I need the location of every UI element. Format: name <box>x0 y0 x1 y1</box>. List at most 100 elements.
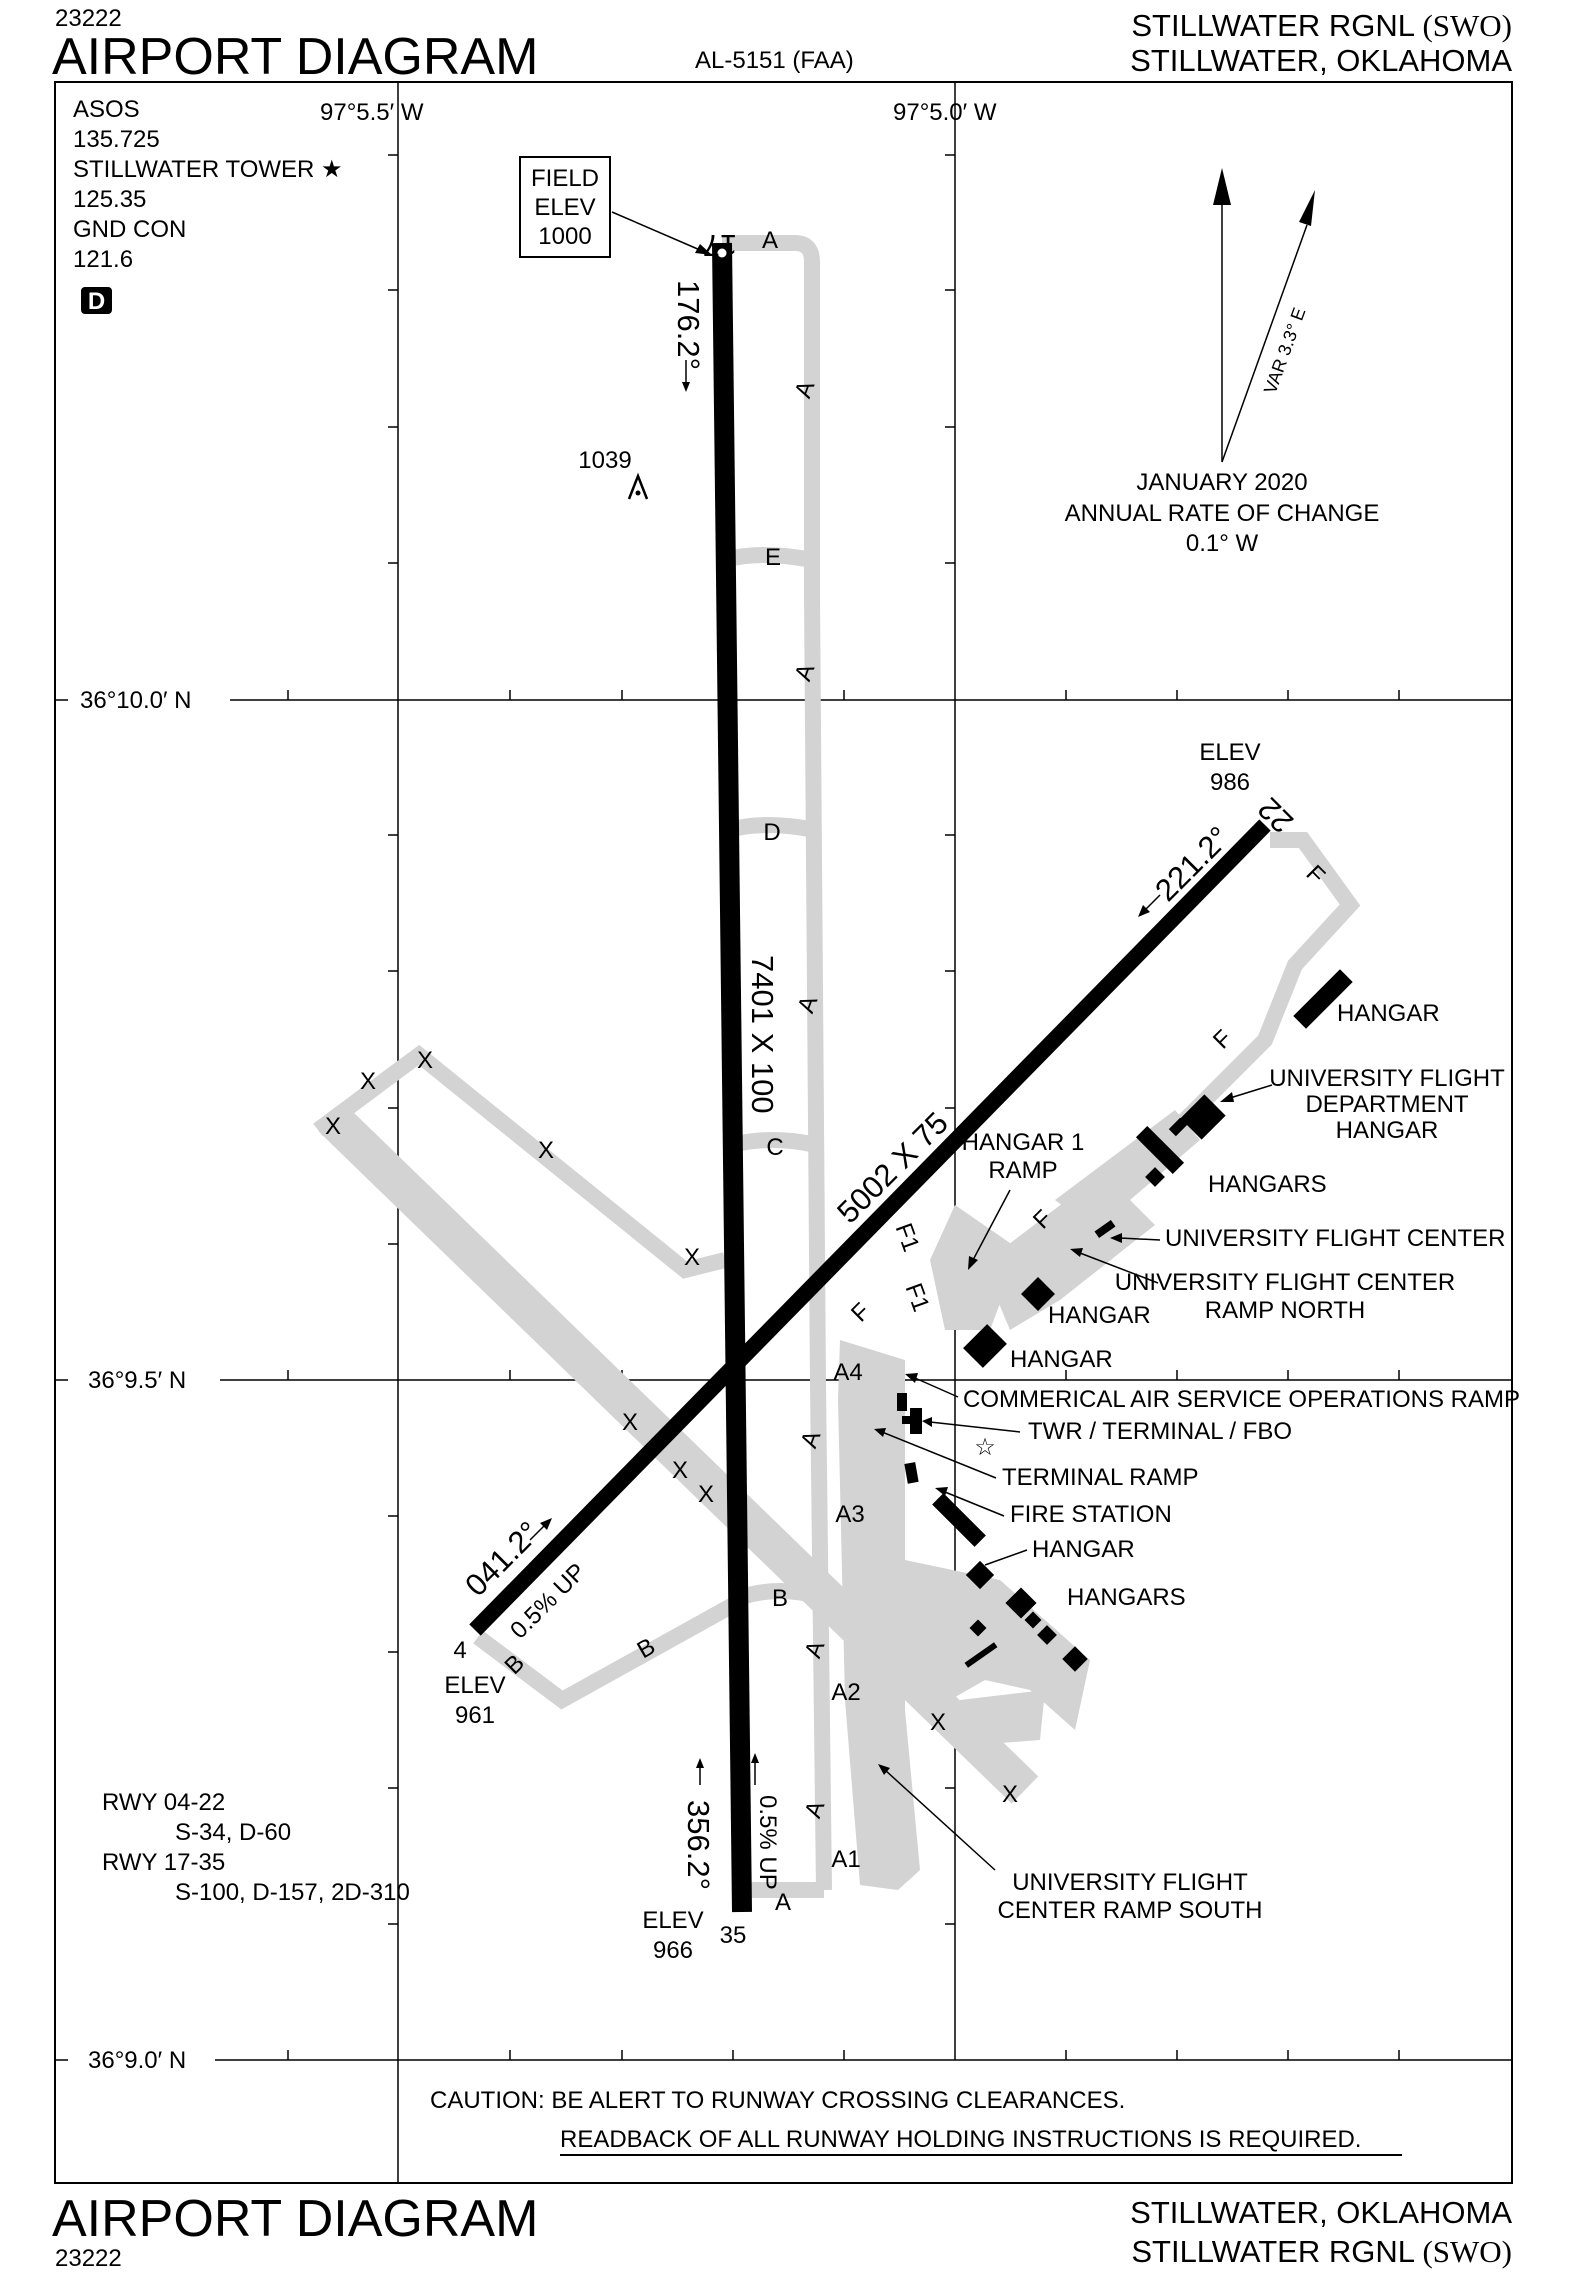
location-top: STILLWATER, OKLAHOMA <box>1130 43 1512 78</box>
heading-arrows <box>529 360 1161 1785</box>
field-elevation-box <box>519 156 611 258</box>
taxiway-label: A2 <box>831 1679 860 1706</box>
hangars-2-b <box>1024 1611 1042 1629</box>
variation-label: VAR 3.3° E <box>1260 305 1310 396</box>
terminal-ramp-building <box>904 1462 919 1484</box>
ufc-south-label-2: CENTER RAMP SOUTH <box>998 1897 1263 1924</box>
ufc-label: UNIVERSITY FLIGHT CENTER <box>1165 1225 1506 1252</box>
ufd-hangar-label-2: DEPARTMENT <box>1305 1091 1468 1118</box>
taxiway-label: F <box>846 1298 875 1327</box>
apron-hangars-south <box>905 1560 1090 1730</box>
hangar-a-building <box>963 1324 1007 1368</box>
hangars-1-building <box>1135 1125 1185 1175</box>
elev-4-value: 961 <box>455 1702 495 1729</box>
heading-356: 356.2° <box>681 1800 716 1890</box>
taxiway-label: F1 <box>900 1280 935 1316</box>
commercial-ramp-label: COMMERICAL AIR SERVICE OPERATIONS RAMP <box>963 1386 1520 1413</box>
location-bottom: STILLWATER, OKLAHOMA <box>1130 2195 1512 2230</box>
fire-station-building <box>932 1493 986 1547</box>
hangars-2-e <box>969 1619 987 1637</box>
runway-17-35-dimensions: 7401 X 100 <box>745 955 780 1114</box>
rate-of-change-label: ANNUAL RATE OF CHANGE <box>1065 500 1380 527</box>
hangar-a-label: HANGAR <box>1048 1302 1151 1329</box>
elev-35-label: ELEV <box>642 1907 703 1934</box>
heading-041: 041.2° <box>458 1515 546 1603</box>
taxiway-label: X <box>1002 1781 1018 1808</box>
lon-west-label: 97°5.5′ W <box>320 99 424 126</box>
taxiway-label: A3 <box>835 1501 864 1528</box>
commercial-ramp-building <box>897 1393 907 1411</box>
obstacle-elevation: 1039 <box>578 447 631 474</box>
apron-ufc <box>1055 1110 1200 1230</box>
magnetic-date: JANUARY 2020 <box>1136 469 1307 496</box>
ufc-north-label-1: UNIVERSITY FLIGHT CENTER <box>1115 1269 1456 1296</box>
taxiway-label: X <box>360 1068 376 1095</box>
volume-number-top: 23222 <box>55 5 122 32</box>
buildings <box>897 969 1353 1672</box>
taxiway-label: A1 <box>831 1846 860 1873</box>
airport-name-top-text: STILLWATER RGNL <box>1131 8 1414 43</box>
runway-35-end: 35 <box>720 1922 747 1949</box>
asos-frequency: 135.725 <box>73 126 160 153</box>
hangars-1-label: HANGARS <box>1208 1171 1327 1198</box>
lat-mid-label: 36°9.5′ N <box>88 1367 186 1394</box>
elev-22-value: 986 <box>1210 769 1250 796</box>
elev-35-value: 966 <box>653 1937 693 1964</box>
hangar-c-label: HANGAR <box>1032 1536 1135 1563</box>
rwy-17-35-label: RWY 17-35 <box>102 1849 225 1876</box>
ufc-south-label-1: UNIVERSITY FLIGHT <box>1012 1869 1248 1896</box>
caution-line-2: READBACK OF ALL RUNWAY HOLDING INSTRUCTI… <box>560 2126 1361 2153</box>
true-north-arrowhead <box>1213 168 1231 205</box>
field-elev-leader <box>611 211 701 251</box>
fbo-building <box>902 1416 912 1424</box>
airport-name-bottom: STILLWATER RGNL (SWO) <box>1131 2234 1512 2269</box>
airspace-badge-box <box>81 287 112 314</box>
apron-terminal <box>838 1340 920 1890</box>
elev-22-label: ELEV <box>1199 739 1260 766</box>
hangars-1-small <box>1145 1167 1165 1187</box>
airport-name-top: STILLWATER RGNL (SWO) <box>1131 8 1512 43</box>
ufd-hangar-annex <box>1168 1117 1188 1137</box>
pavement-strength-block: RWY 04-22 S-34, D-60 RWY 17-35 S-100, D-… <box>102 1789 410 1906</box>
runway-04-gradient: 0.5% UP <box>505 1558 591 1644</box>
runway-17-threshold-marker <box>717 248 727 258</box>
rwy-04-22-label: RWY 04-22 <box>102 1789 225 1816</box>
chart-title-top: AIRPORT DIAGRAM <box>52 28 538 86</box>
caution-line-1: CAUTION: BE ALERT TO RUNWAY CROSSING CLE… <box>430 2087 1125 2114</box>
hangar-ne-building <box>1293 969 1353 1029</box>
ground-label: GND CON <box>73 216 186 243</box>
hangar1-ramp-label-1: HANGAR 1 <box>962 1129 1085 1156</box>
rwy-17-35-strength: S-100, D-157, 2D-310 <box>175 1879 410 1906</box>
airspace-badge: D <box>88 288 105 315</box>
tower-star-icon: ☆ <box>974 1434 996 1461</box>
runway-35-gradient: 0.5% UP <box>754 1795 781 1890</box>
taxiway-label: X <box>698 1481 714 1508</box>
ground-frequency: 121.6 <box>73 246 133 273</box>
lon-east-label: 97°5.0′ W <box>893 99 997 126</box>
lat-bottom-label: 36°9.0′ N <box>88 2047 186 2074</box>
taxiway-label: A <box>775 1889 791 1916</box>
taxiway-label: A <box>762 227 778 254</box>
volume-number-bottom: 23222 <box>55 2245 122 2272</box>
hangars-2-label: HANGARS <box>1067 1584 1186 1611</box>
runway-17-35 <box>712 242 752 1913</box>
runway-17-end: 17 <box>703 228 737 263</box>
terminal-building <box>910 1408 922 1434</box>
runway-04-22 <box>469 819 1271 1636</box>
taxiway-label: B <box>772 1585 788 1612</box>
rwy-04-22-strength: S-34, D-60 <box>175 1819 291 1846</box>
hangars-2-c <box>1037 1625 1057 1645</box>
grid-ticks <box>55 154 1400 2061</box>
taxiway-label: X <box>538 1137 554 1164</box>
hangar-ne-label: HANGAR <box>1337 1000 1440 1027</box>
chart-id: AL-5151 (FAA) <box>695 47 854 74</box>
fire-station-label: FIRE STATION <box>1010 1501 1172 1528</box>
hangar1-ramp-label-2: RAMP <box>988 1157 1057 1184</box>
asos-label: ASOS <box>73 96 140 123</box>
taxiway-label: X <box>325 1113 341 1140</box>
heading-176: 176.2° <box>671 280 706 370</box>
lat-top-label: 36°10.0′ N <box>80 687 192 714</box>
taxiway-label: X <box>417 1047 433 1074</box>
taxiway-label: E <box>765 544 781 571</box>
